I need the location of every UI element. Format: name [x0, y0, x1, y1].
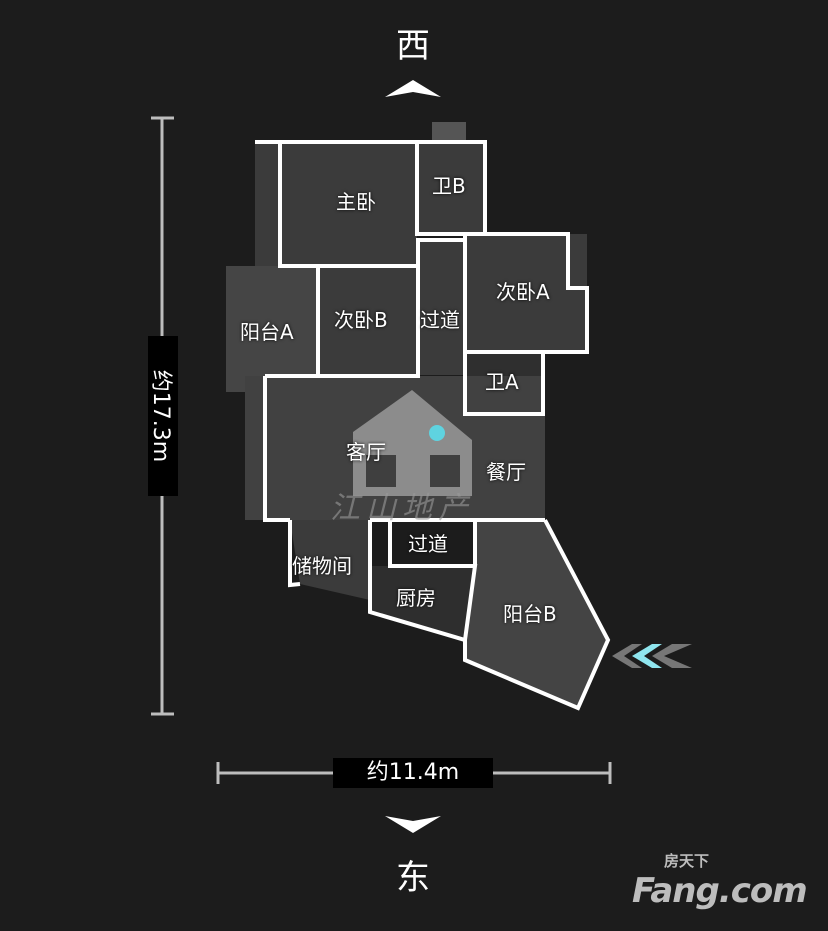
floor-hall1: [418, 240, 465, 375]
room-label-living[interactable]: 客厅: [346, 440, 386, 464]
watermark-house-logo: [353, 390, 472, 496]
room-label-balcony-a[interactable]: 阳台A: [240, 320, 294, 344]
height-dimension-text: 约17.3m: [148, 369, 173, 463]
view-direction-chevrons-icon[interactable]: [612, 644, 692, 668]
viewpoint-marker-icon[interactable]: [429, 425, 445, 441]
down-arrow-icon[interactable]: [385, 816, 441, 833]
up-arrow-icon[interactable]: [385, 80, 441, 97]
floor-balcony-b: [465, 520, 608, 708]
room-label-balcony-b[interactable]: 阳台B: [503, 602, 557, 626]
compass-north-label: 西: [396, 26, 430, 66]
room-label-hall1[interactable]: 过道: [420, 308, 460, 332]
brand-cn: 房天下: [664, 852, 710, 870]
compass-south-label: 东: [396, 858, 430, 898]
floor-bed-b: [318, 266, 418, 376]
room-label-bed-a[interactable]: 次卧A: [496, 280, 550, 304]
room-label-storage[interactable]: 储物间: [292, 554, 352, 578]
room-label-master[interactable]: 主卧: [336, 190, 376, 214]
width-dimension: 约11.4m: [333, 758, 493, 788]
floor-bath-b-window: [432, 122, 466, 142]
room-label-bath-a[interactable]: 卫A: [485, 370, 519, 394]
watermark-text: 江山地产: [330, 491, 474, 526]
room-label-bed-b[interactable]: 次卧B: [334, 308, 388, 332]
height-dimension: 约17.3m: [148, 336, 178, 496]
floor-balcony-a: [226, 266, 318, 392]
brand-en: Fang.com: [632, 871, 808, 911]
floor-bath-b: [417, 142, 485, 234]
floor-kitchen: [370, 566, 475, 640]
room-label-bath-b[interactable]: 卫B: [432, 174, 466, 198]
walls: [255, 140, 611, 711]
room-label-kitchen[interactable]: 厨房: [396, 586, 436, 610]
room-label-dining[interactable]: 餐厅: [486, 460, 526, 484]
room-label-hall2[interactable]: 过道: [408, 532, 448, 556]
floor-storage: [290, 520, 370, 600]
